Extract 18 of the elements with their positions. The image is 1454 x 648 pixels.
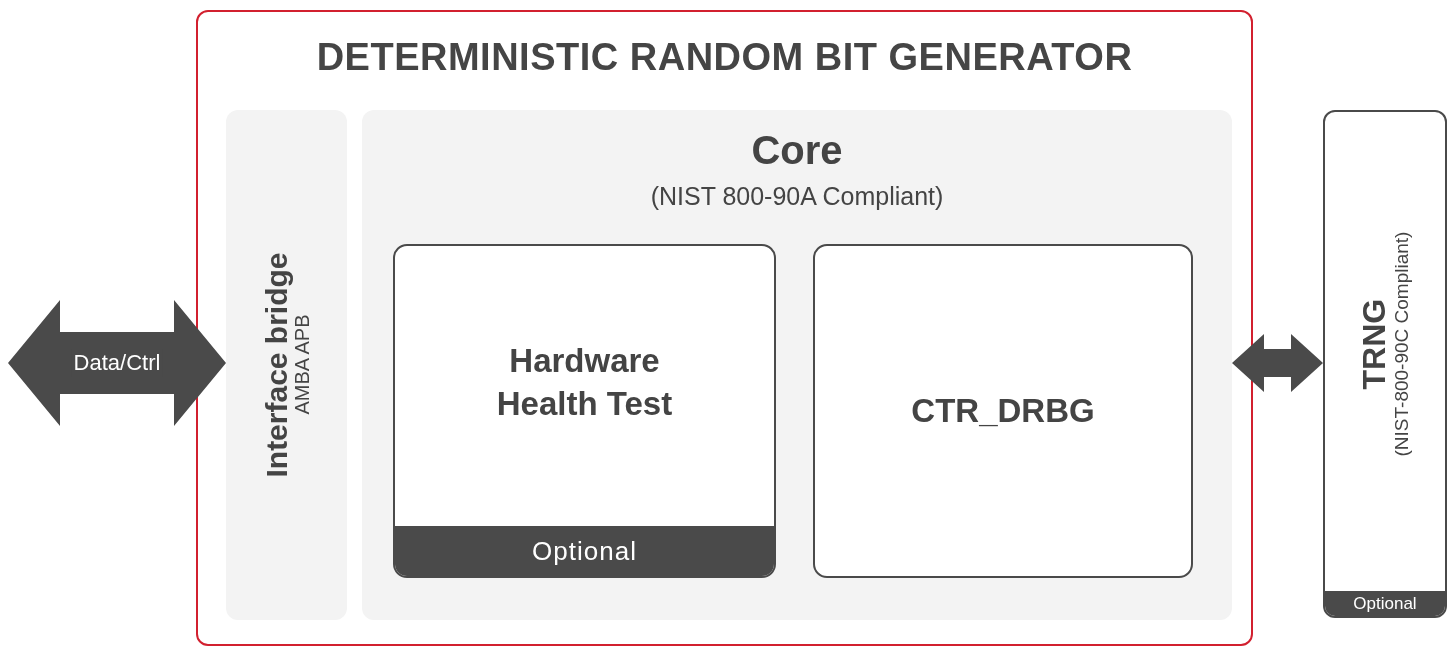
optional-tag: Optional — [395, 526, 774, 576]
module-box — [1323, 110, 1447, 618]
double-arrow — [1232, 334, 1323, 392]
panel-subheading: (NIST 800-90A Compliant) — [649, 182, 945, 211]
panel-heading: TRNG — [1358, 297, 1392, 392]
panel-heading: Core — [750, 128, 844, 173]
optional-tag: Optional — [1325, 591, 1445, 616]
module-box — [393, 244, 776, 578]
core-panel — [362, 110, 1232, 620]
frame-title: DETERMINISTIC RANDOM BIT GENERATOR — [315, 36, 1134, 79]
module-label: CTR_DRBG — [910, 392, 1096, 430]
outer-frame — [196, 10, 1253, 646]
panel-heading: Interface bridge — [260, 252, 292, 478]
interface-panel — [226, 110, 347, 620]
module-box — [813, 244, 1193, 578]
panel-subheading: (NIST-800-90C Compliant) — [1391, 231, 1412, 457]
panel-subheading: AMBA APB — [291, 314, 313, 418]
module-label: Hardware Health Test — [495, 341, 674, 424]
